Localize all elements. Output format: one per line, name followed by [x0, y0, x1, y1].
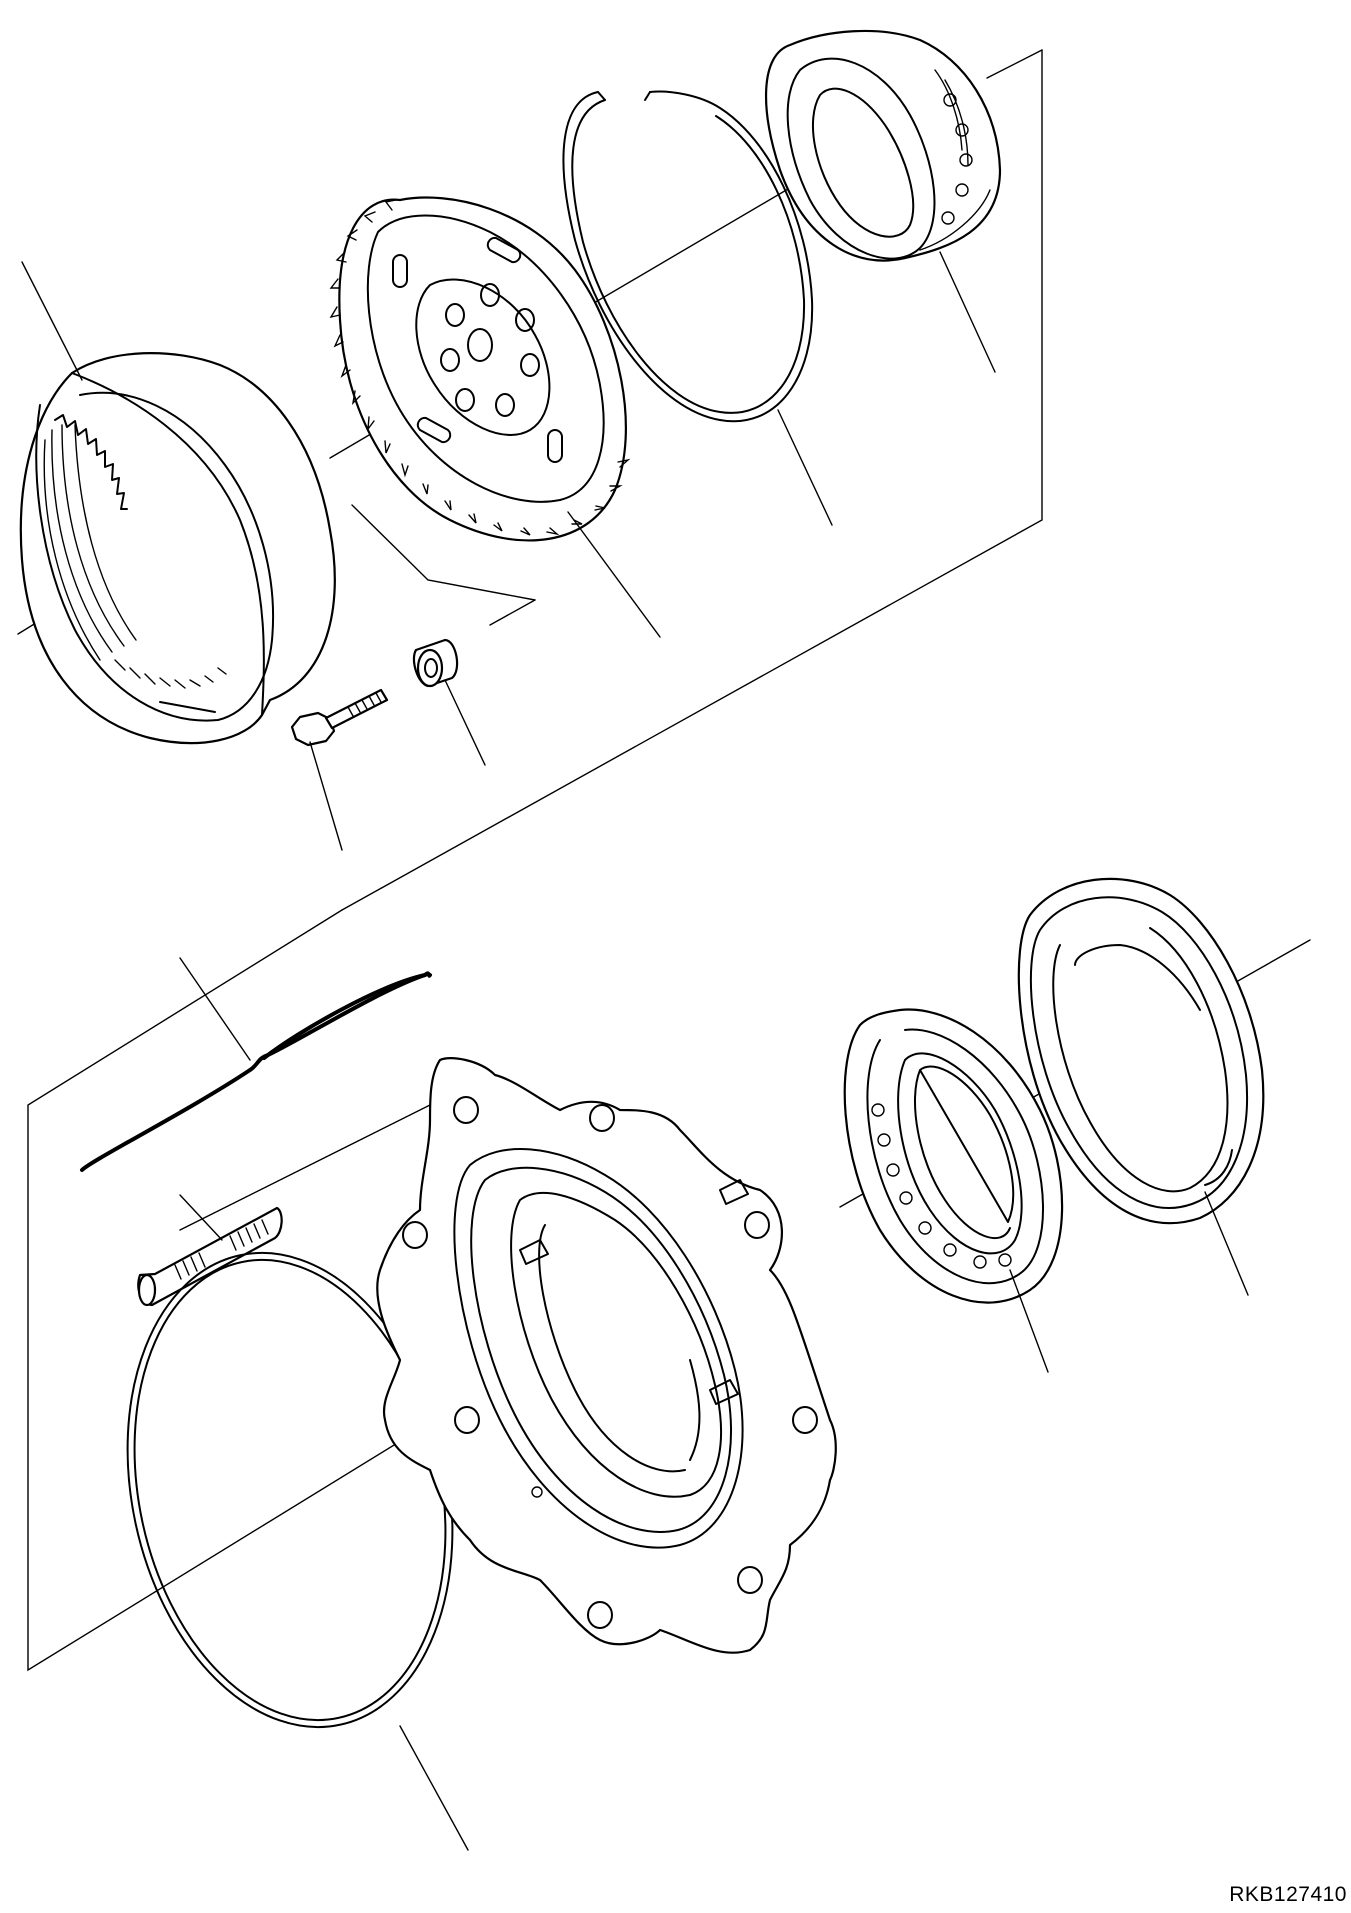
- snap-ring-icon: [563, 92, 812, 422]
- bolt-icon: [292, 690, 387, 745]
- drawing-code-label: RKB127410: [1229, 1883, 1347, 1906]
- shim-strips: [82, 973, 430, 1170]
- bushing-icon: [414, 640, 457, 686]
- tapered-bearing-icon: [766, 31, 1000, 261]
- ring-gear-icon: [21, 353, 335, 743]
- bearing-cup-icon: [1019, 879, 1263, 1223]
- tapered-bearing-lower-icon: [845, 1010, 1062, 1303]
- stud-icon: [138, 1208, 281, 1305]
- leader-lines: [22, 252, 1248, 1850]
- spur-gear-icon: [331, 198, 628, 541]
- hub-icon: [377, 1058, 835, 1653]
